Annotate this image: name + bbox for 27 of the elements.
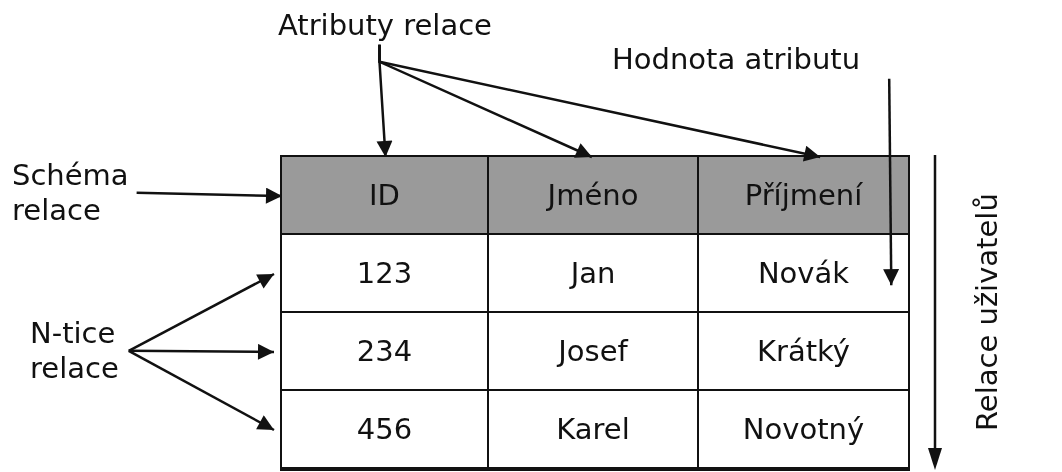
arrow bbox=[136, 187, 283, 204]
table-row bbox=[282, 391, 908, 469]
arrow bbox=[378, 44, 821, 162]
column-header: Příjmení bbox=[699, 157, 908, 233]
arrow bbox=[128, 343, 274, 360]
annotation-label: Schéma relace bbox=[12, 158, 130, 228]
column-header: Jméno bbox=[489, 157, 699, 233]
table-cell: Josef bbox=[489, 313, 699, 389]
arrow bbox=[128, 272, 275, 352]
table-row bbox=[282, 235, 908, 313]
table-cell: 234 bbox=[282, 313, 489, 389]
table-row bbox=[282, 313, 908, 391]
table-cell: 456 bbox=[282, 391, 489, 467]
table-cell: Novák bbox=[699, 235, 908, 311]
table-cell: Novotný bbox=[699, 391, 908, 467]
arrow bbox=[883, 78, 900, 286]
table-cell: Krátký bbox=[699, 313, 908, 389]
annotation-label: Atributy relace bbox=[278, 8, 493, 43]
table-cell: Karel bbox=[489, 391, 699, 467]
header-row bbox=[282, 157, 908, 235]
relation-name: Relace uživatelů bbox=[970, 193, 1005, 431]
column-header: ID bbox=[282, 157, 489, 233]
annotation-label: Hodnota atributu bbox=[612, 42, 862, 77]
annotation-label: N-tice relace bbox=[30, 316, 120, 386]
arrow bbox=[128, 349, 275, 432]
table-cell: 123 bbox=[282, 235, 489, 311]
table-cell: Jan bbox=[489, 235, 699, 311]
